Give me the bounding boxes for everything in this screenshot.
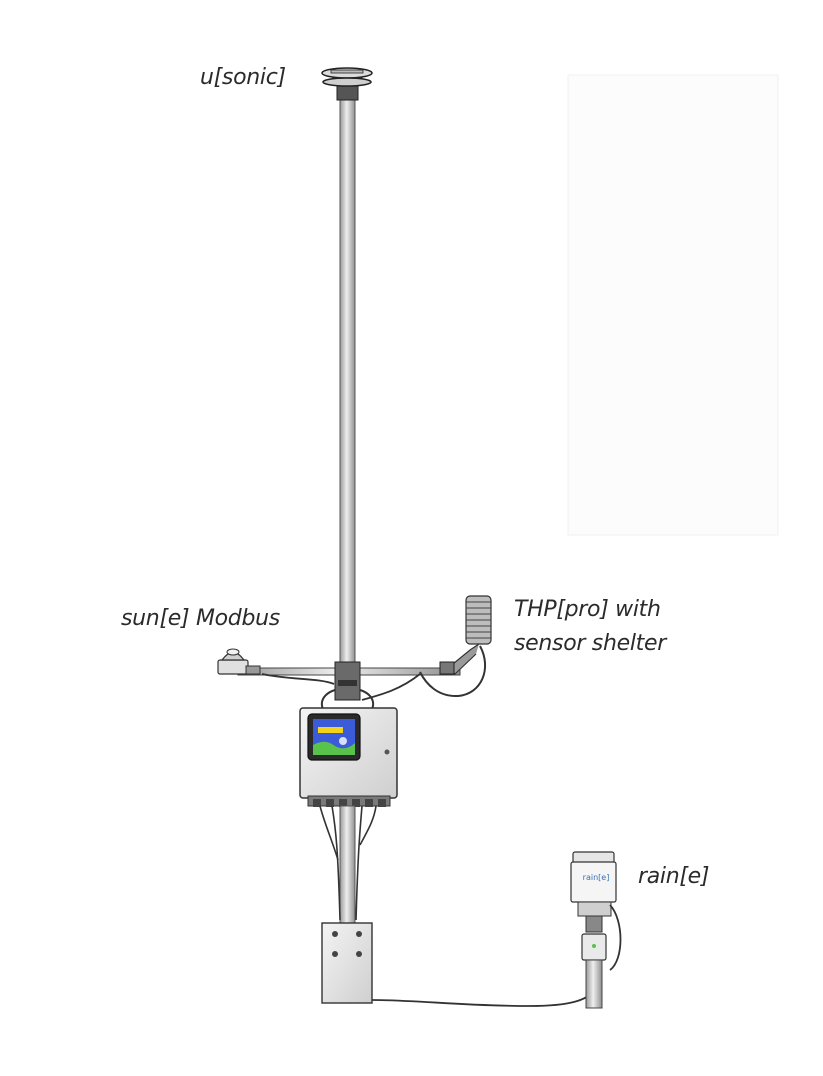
label-raine: rain[e] <box>638 864 710 889</box>
label-usonic: u[sonic] <box>200 65 286 90</box>
logger-display <box>313 719 355 755</box>
label-thp-pro-shelter: sensor shelter <box>514 631 666 656</box>
sune-sensor <box>217 648 261 675</box>
upper-cables <box>261 673 421 701</box>
raine-badge: rain[e] <box>582 873 610 882</box>
lower-mast <box>339 805 356 927</box>
logger-enclosure <box>299 707 398 807</box>
label-thp-pro: THP[pro] with <box>514 597 661 622</box>
label-sune-modbus: sun[e] Modbus <box>121 606 280 631</box>
rain-cable <box>371 989 595 1007</box>
background-panel <box>567 74 779 536</box>
usonic-sensor <box>321 67 373 101</box>
thp-sensor-shelter <box>419 595 492 698</box>
lower-cables <box>319 805 377 921</box>
base-junction-box <box>321 922 373 1004</box>
mast-clamp <box>320 661 375 716</box>
main-mast <box>339 97 356 679</box>
raine-gauge <box>570 851 622 1009</box>
